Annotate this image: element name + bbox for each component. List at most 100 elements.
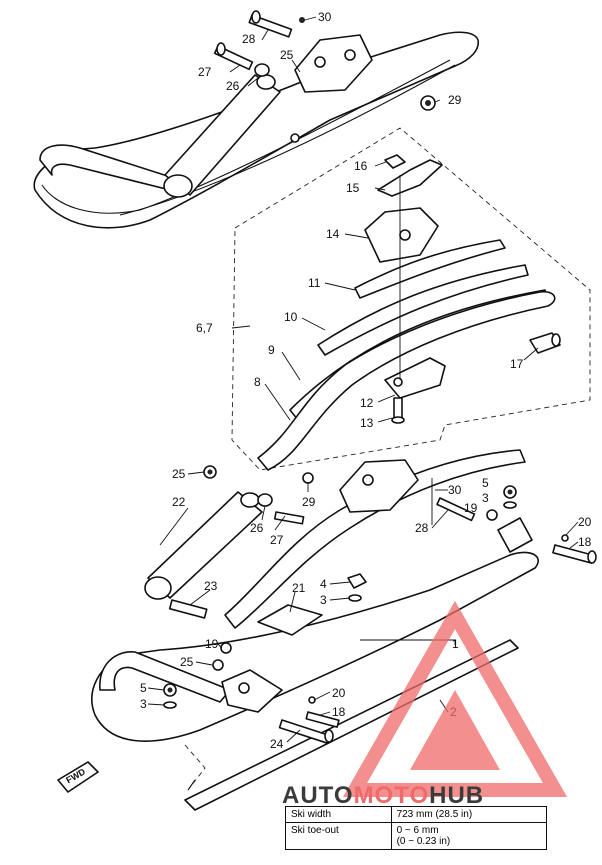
- label-13: 13: [360, 416, 374, 430]
- upper-bushing-26: [254, 63, 270, 77]
- label-28b: 28: [415, 521, 429, 535]
- upper-ski-mount-bracket: [294, 34, 373, 93]
- center-nut-4: [347, 573, 367, 589]
- front-ski-bracket: [221, 669, 283, 713]
- label-18a: 18: [578, 535, 592, 549]
- brand-auto: AUTO: [282, 782, 354, 809]
- label-25c: 25: [180, 655, 194, 669]
- label-21: 21: [292, 581, 306, 595]
- lower-bolt-28: [436, 497, 476, 522]
- label-24: 24: [270, 737, 284, 751]
- spec-value: 723 mm (28.5 in): [390, 806, 548, 823]
- label-3a: 3: [482, 491, 489, 505]
- label-11: 11: [308, 276, 321, 290]
- watermark-triangle-outer: [342, 600, 568, 797]
- upper-small-washer: [290, 133, 300, 143]
- part-number-labels: 30 28 25 27 26 29 16 15 14 11 10 6,7 9 8…: [140, 10, 592, 751]
- upper-ski-body: [33, 31, 480, 229]
- lower-ski-assembly: [91, 449, 597, 811]
- upper-nut-29: [420, 95, 436, 111]
- spec-label: Ski width: [285, 806, 392, 823]
- bushing-17: [529, 332, 561, 354]
- label-19a: 19: [464, 501, 478, 515]
- leaf-10: [317, 264, 529, 356]
- label-6-7: 6,7: [196, 321, 213, 335]
- label-3b: 3: [320, 593, 327, 607]
- lower-nut-29: [302, 472, 314, 484]
- label-4: 4: [320, 577, 327, 591]
- watermark-logo: [342, 600, 568, 797]
- spec-value: 0 ~ 6 mm (0 ~ 0.23 in): [390, 822, 548, 850]
- label-3c: 3: [140, 697, 147, 711]
- watermark-brand-text: AUTOMOTOHUB: [282, 782, 602, 809]
- label-22: 22: [172, 495, 186, 509]
- spec-label: Ski toe-out: [285, 822, 392, 850]
- label-25b: 25: [172, 467, 186, 481]
- label-27b: 27: [270, 533, 284, 547]
- label-25a: 25: [280, 48, 294, 62]
- label-5a: 5: [482, 476, 489, 490]
- label-29b: 29: [302, 495, 316, 509]
- lower-shock-absorber-22: [144, 491, 263, 600]
- plate-15: [377, 159, 443, 197]
- label-8: 8: [254, 375, 261, 389]
- nut-16: [384, 154, 406, 169]
- center-washer-3: [348, 594, 362, 602]
- label-27a: 27: [198, 65, 212, 79]
- lower-ski-runner-2: [184, 639, 519, 811]
- plate-21: [257, 604, 323, 636]
- label-30b: 30: [448, 483, 462, 497]
- left-collar-19: [220, 642, 232, 654]
- left-bolt-24: [278, 719, 334, 744]
- label-23: 23: [204, 579, 218, 593]
- label-28a: 28: [242, 32, 256, 46]
- upper-ski-assembly: [33, 10, 480, 229]
- lower-bolt-27: [273, 511, 305, 525]
- label-26a: 26: [226, 79, 240, 93]
- label-14: 14: [326, 227, 340, 241]
- label-5b: 5: [140, 681, 147, 695]
- spec-value-line2: (0 ~ 0.23 in): [396, 836, 451, 847]
- label-12: 12: [360, 396, 374, 410]
- label-26b: 26: [250, 521, 264, 535]
- upper-bolt-28: [248, 10, 293, 38]
- rear-ski-bracket: [497, 517, 533, 553]
- right-nut-5: [503, 485, 517, 499]
- label-1: 1: [452, 637, 459, 651]
- label-15: 15: [346, 181, 360, 195]
- ski-spec-table: Ski width 723 mm (28.5 in) Ski toe-out 0…: [285, 806, 548, 850]
- right-collar-19: [486, 509, 498, 521]
- plate-12: [384, 357, 446, 399]
- left-bolt-18: [305, 711, 340, 728]
- leaf-8: [257, 290, 556, 471]
- assembled-leaf-spring: [224, 449, 526, 629]
- lower-bushing-26: [257, 493, 273, 507]
- label-16: 16: [354, 159, 368, 173]
- label-9: 9: [268, 343, 275, 357]
- upper-shock-absorber: [163, 74, 281, 198]
- lower-bolt-23: [168, 599, 208, 619]
- label-10: 10: [284, 310, 298, 324]
- brand-hub: HUB: [429, 782, 485, 809]
- leaf-11: [354, 239, 506, 299]
- label-20a: 20: [578, 515, 592, 529]
- spec-row-ski-width: Ski width 723 mm (28.5 in): [285, 806, 548, 823]
- left-washer-3: [163, 701, 177, 709]
- right-bolt-18: [552, 544, 597, 564]
- spec-value-line1: 0 ~ 6 mm: [396, 825, 439, 836]
- label-19b: 19: [205, 637, 219, 651]
- bolt-13: [391, 397, 405, 424]
- brand-moto: MOTO: [353, 782, 430, 809]
- lower-spring-bracket: [339, 459, 419, 513]
- leaf-spring-exploded: [257, 154, 561, 471]
- leader-lines: [147, 16, 579, 743]
- upper-bolt-27: [213, 42, 254, 71]
- spec-row-ski-toe-out: Ski toe-out 0 ~ 6 mm (0 ~ 0.23 in): [285, 822, 548, 850]
- watermark-triangle-inner: [410, 690, 500, 770]
- label-29a: 29: [448, 93, 462, 107]
- label-18b: 18: [332, 705, 346, 719]
- right-washer-3: [503, 501, 517, 509]
- upper-screw-30: [299, 17, 305, 23]
- label-17: 17: [510, 357, 524, 371]
